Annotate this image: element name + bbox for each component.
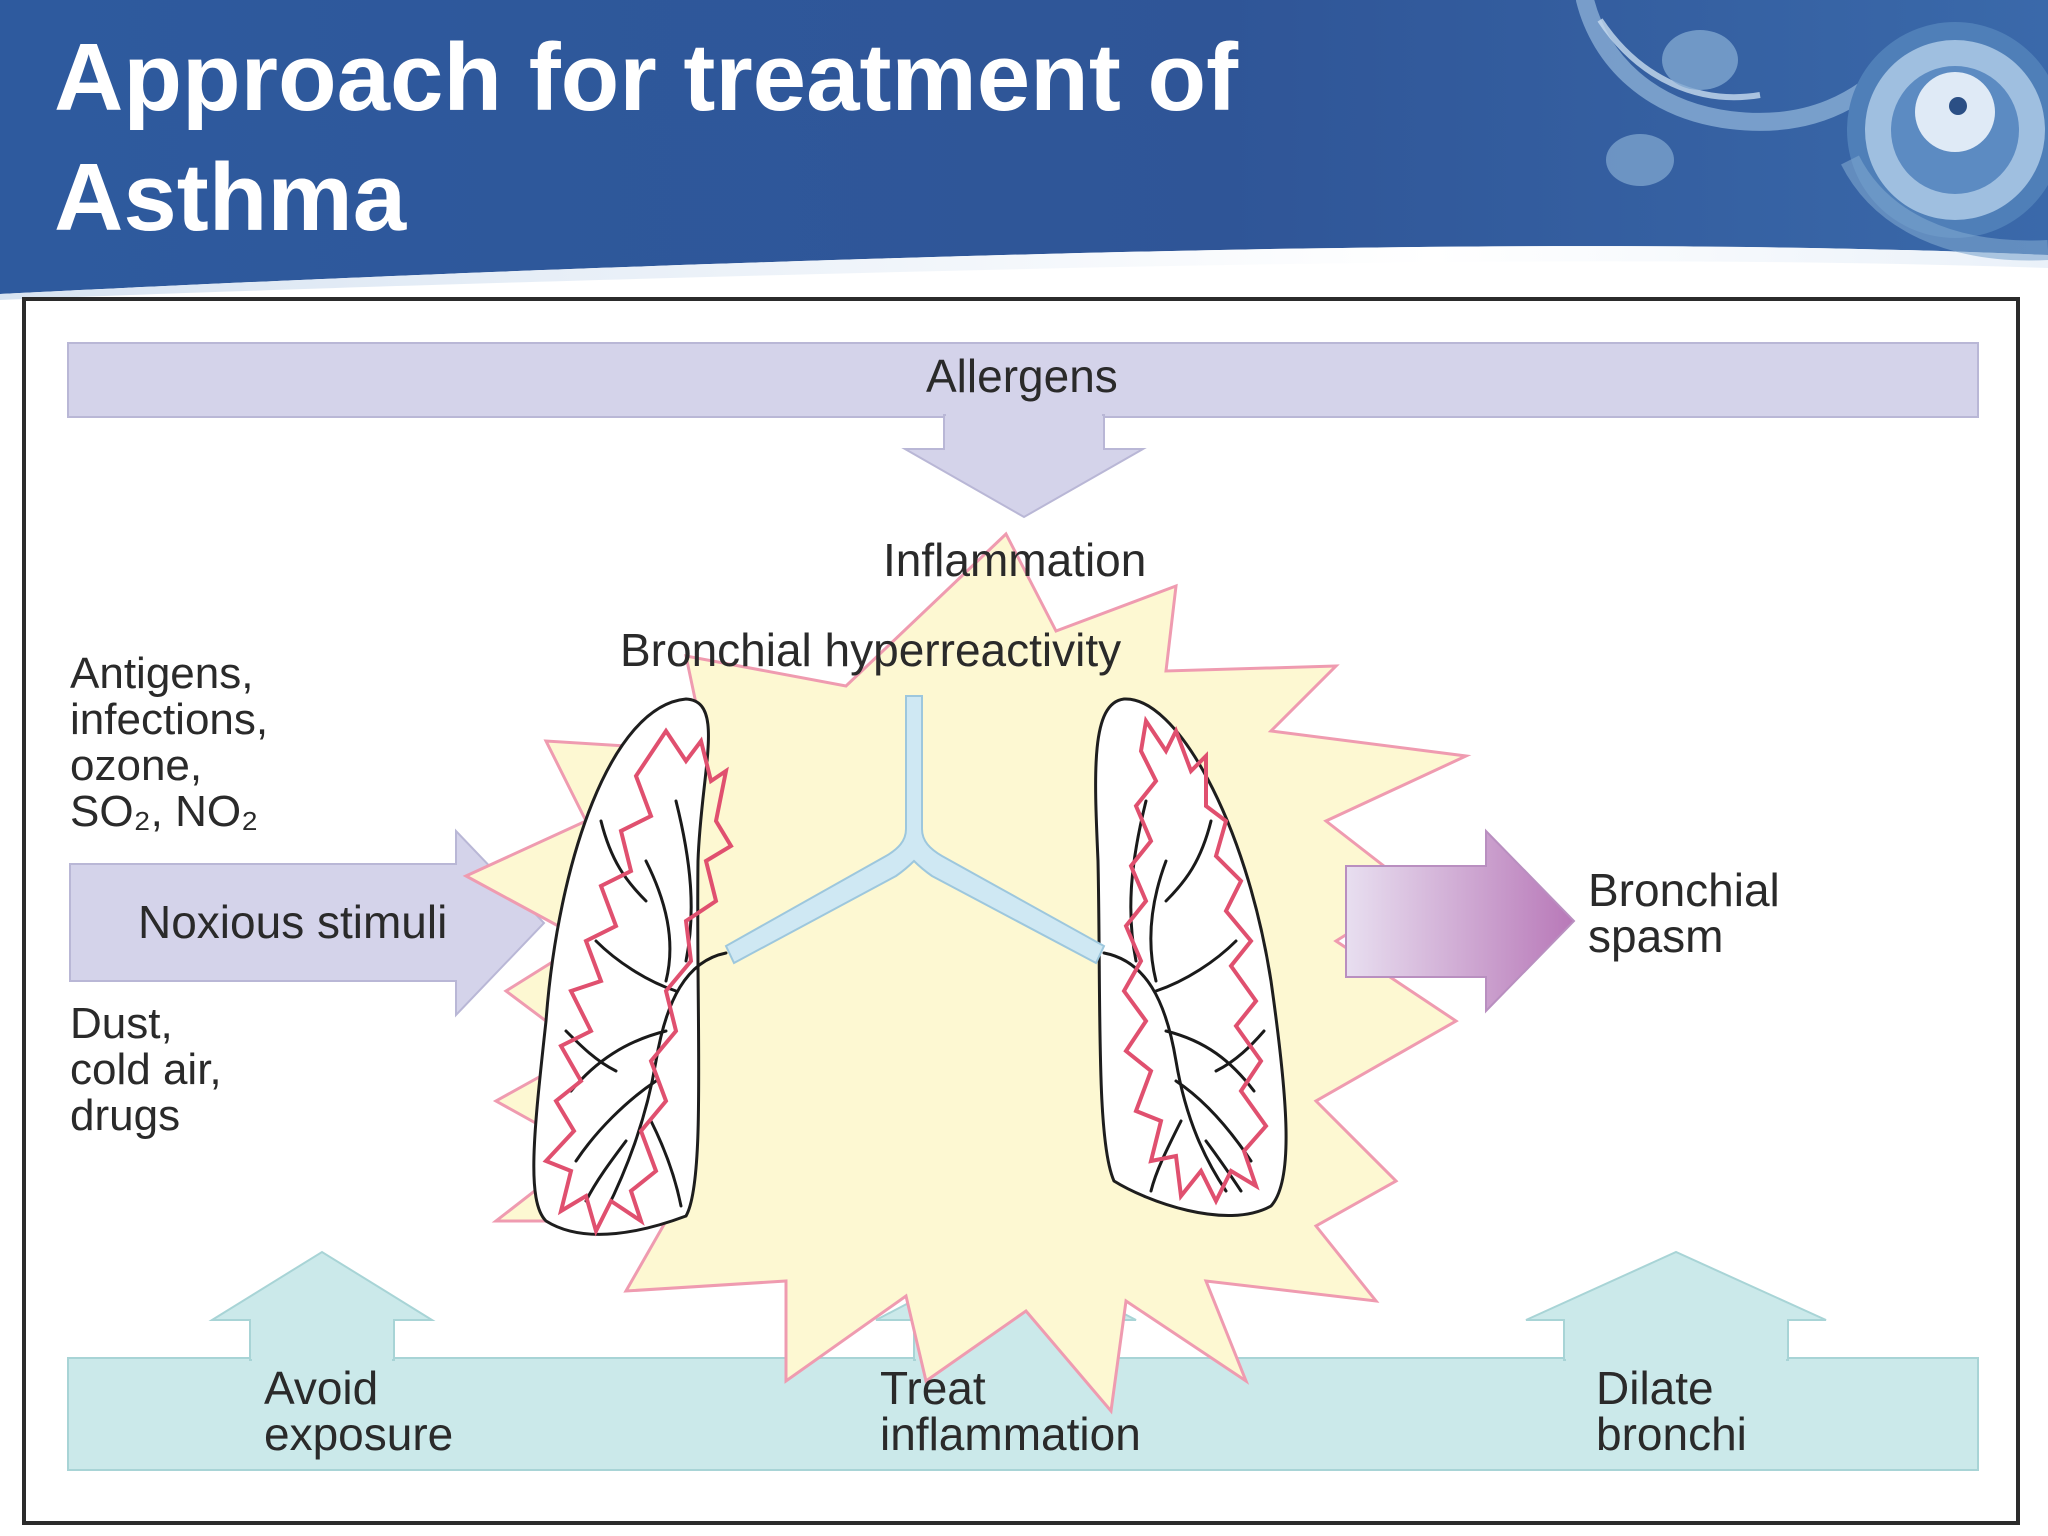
trigger-item: Dust, <box>70 999 173 1048</box>
trigger-item: infections, <box>70 695 269 744</box>
treatment-line: Treat <box>880 1362 986 1414</box>
allergens-bar <box>67 342 1979 519</box>
spasm-line: Bronchial <box>1588 864 1780 916</box>
slide-title-line-2: Asthma <box>54 144 407 251</box>
right-inflamed-airways <box>1121 715 1269 1206</box>
inflammation-label: Inflammation <box>883 534 1147 586</box>
allergens-label: Allergens <box>926 350 1118 402</box>
trachea <box>724 695 1106 965</box>
treatment-line: bronchi <box>1596 1408 1747 1460</box>
trigger-item: Antigens, <box>70 649 254 698</box>
bronchial-hyperreactivity-label: Bronchial hyperreactivity <box>620 624 1122 676</box>
left-lung <box>532 697 710 1236</box>
trigger-item: ozone, <box>70 741 203 790</box>
header-banner <box>0 0 2048 300</box>
left-inflamed-airways <box>542 727 734 1237</box>
bronchial-spasm-arrow <box>1345 828 1576 1014</box>
lungs-illustration <box>532 695 1288 1237</box>
trigger-item: SO₂, NO₂ <box>70 787 259 836</box>
noxious-stimuli-label: Noxious stimuli <box>138 896 448 948</box>
spasm-line: spasm <box>1588 910 1724 962</box>
treatment-line: exposure <box>264 1408 454 1460</box>
slide-header: Approach for treatment of Asthma <box>0 0 2048 300</box>
stethoscope-icon <box>1576 0 2048 261</box>
diagram-graphics <box>67 342 1979 1471</box>
slide-title: Approach for treatment of Asthma <box>54 18 1554 258</box>
trigger-item: cold air, <box>70 1045 222 1094</box>
treatment-bar <box>67 1250 1979 1471</box>
treatment-line: Dilate <box>1596 1362 1714 1414</box>
asthma-diagram: Allergens Inflammation Bronchial hyperre… <box>22 297 2020 1525</box>
treatment-line: inflammation <box>880 1408 1141 1460</box>
slide-title-line-1: Approach for treatment of <box>54 24 1239 131</box>
trigger-item: drugs <box>70 1091 181 1140</box>
noxious-stimuli-arrow <box>69 828 546 1018</box>
treatment-line: Avoid <box>264 1362 379 1414</box>
